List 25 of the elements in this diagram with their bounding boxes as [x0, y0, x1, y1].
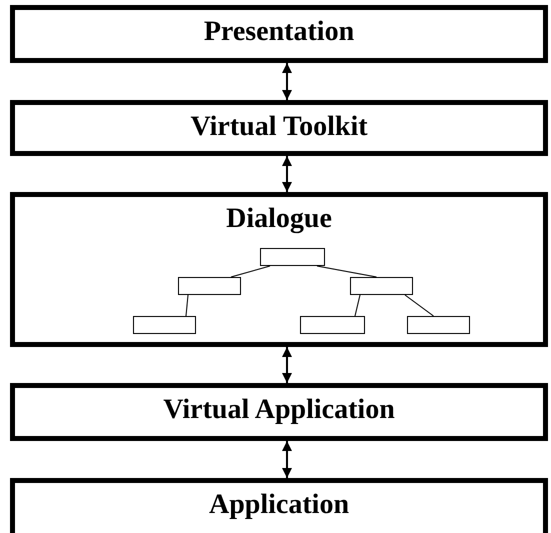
- layer-title: Application: [208, 489, 350, 521]
- tree-node-box: [178, 277, 241, 295]
- tree-node-box: [407, 316, 470, 334]
- tree-line: [316, 266, 377, 278]
- double-arrow: [282, 156, 292, 192]
- tree-line: [354, 294, 360, 316]
- double-arrow: [282, 441, 292, 478]
- layer-title: Presentation: [202, 16, 356, 48]
- layer-box: [10, 100, 548, 156]
- tree-node-box: [350, 277, 413, 295]
- tree-node-box: [133, 316, 196, 334]
- tree-line: [404, 294, 434, 316]
- double-arrow: [282, 347, 292, 383]
- layer-title: Virtual Application: [162, 394, 396, 426]
- layer-box: [10, 478, 548, 533]
- layer-box: [10, 192, 548, 347]
- tree-node-box: [300, 316, 365, 334]
- tree-line: [230, 266, 270, 278]
- layer-box: [10, 5, 548, 63]
- tree-line: [186, 294, 188, 316]
- layer-box: [10, 383, 548, 441]
- layer-title: Dialogue: [225, 203, 333, 235]
- tree-node-box: [260, 248, 325, 266]
- layer-title: Virtual Toolkit: [189, 111, 369, 143]
- double-arrow: [282, 63, 292, 100]
